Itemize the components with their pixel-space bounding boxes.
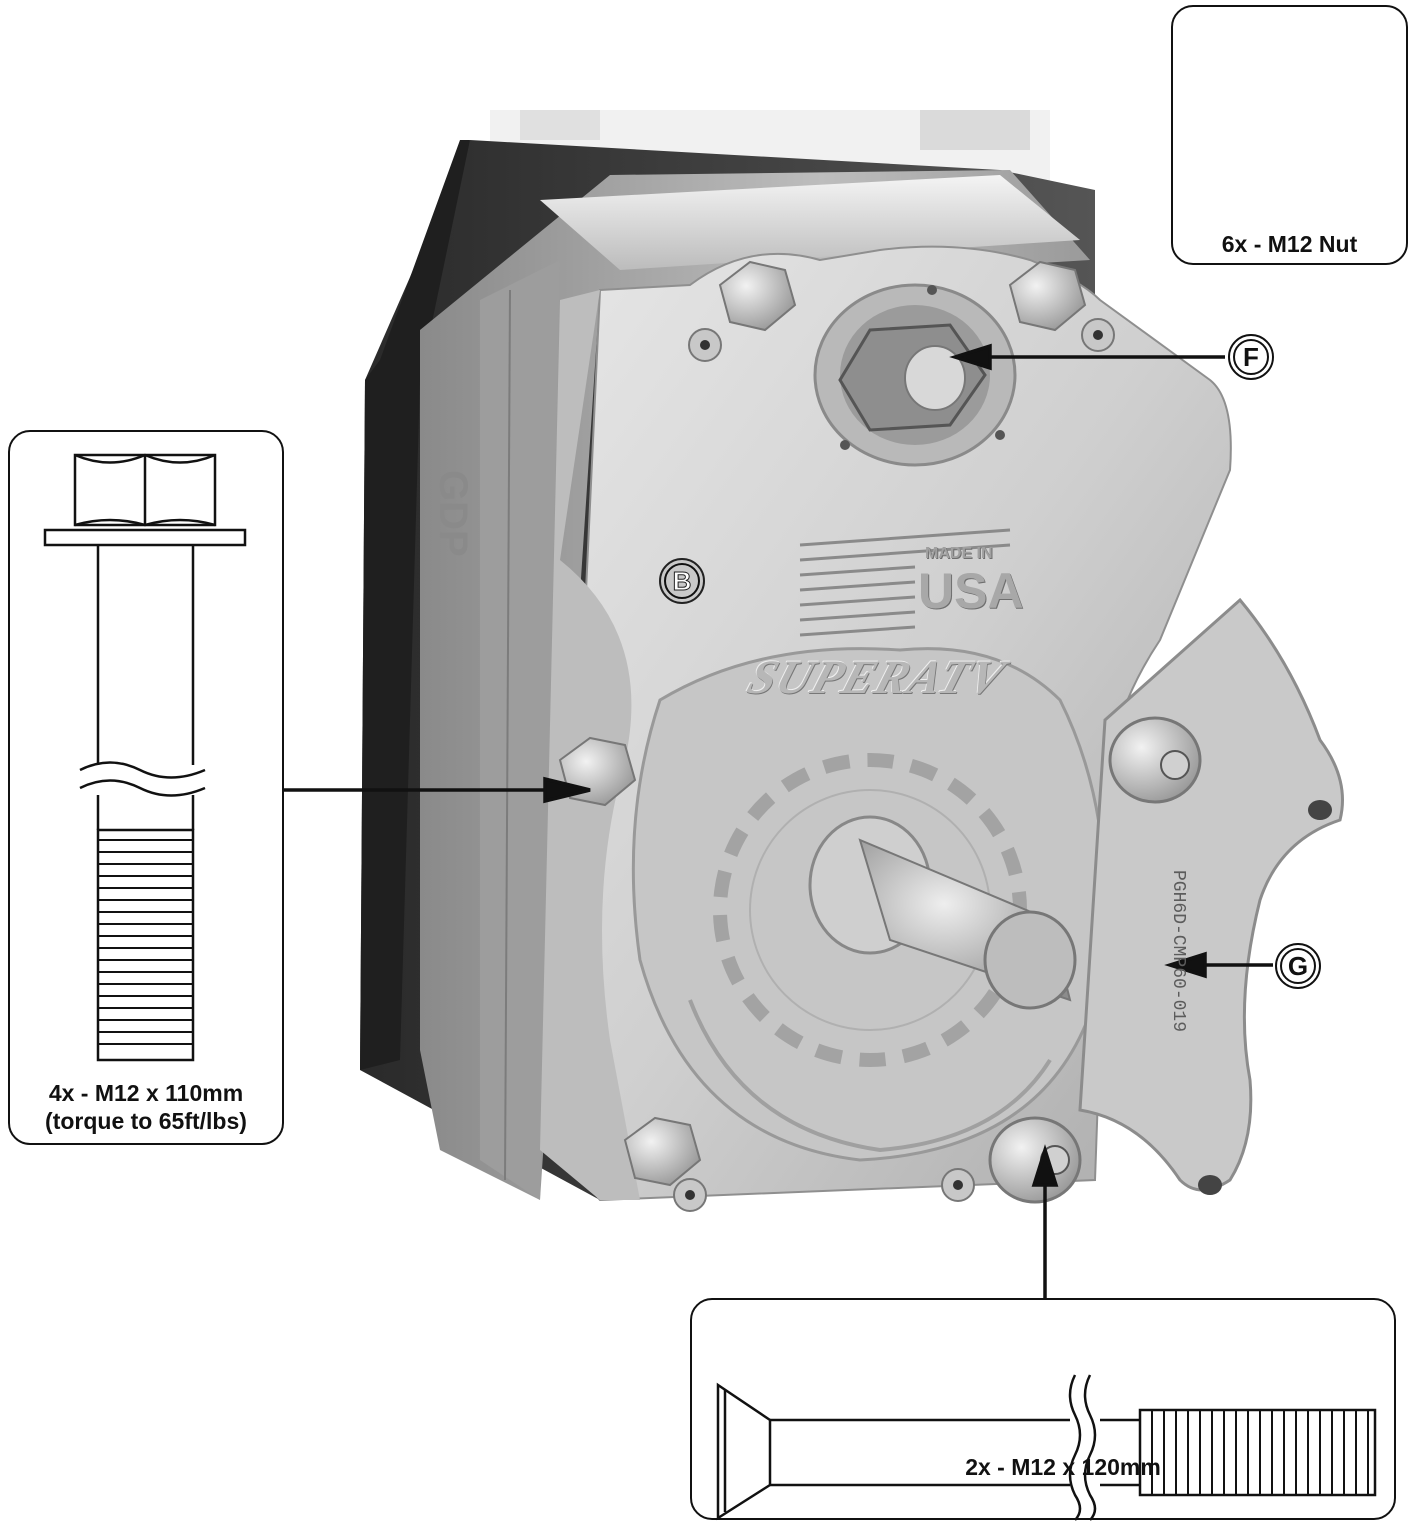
label-f: F xyxy=(1228,334,1274,380)
arrow-bolt-120-head xyxy=(1031,1144,1059,1187)
countersunk-bolt-icon xyxy=(716,1374,1377,1521)
flange-bolt-icon xyxy=(43,453,247,1062)
bolt-110-callout: 4x - M12 x 110mm (torque to 65ft/lbs) xyxy=(8,430,284,1145)
bolt-120-callout-label: 2x - M12 x 120mm xyxy=(965,1454,1161,1480)
bolt-bottom-left xyxy=(623,1116,975,1212)
leader-lines xyxy=(283,343,1273,1300)
label-b-letter: B xyxy=(672,565,692,596)
bolt-top-right xyxy=(1008,260,1115,352)
bolt-120-callout: 2x - M12 x 120mm xyxy=(690,1298,1396,1520)
bolt-110-callout-label-2: (torque to 65ft/lbs) xyxy=(45,1108,247,1134)
made-in-text: MADE IN xyxy=(925,545,993,562)
output-shaft xyxy=(808,815,1077,1010)
top-shaft-nut xyxy=(813,283,1017,467)
label-g: G xyxy=(1275,943,1321,989)
arrow-f-head xyxy=(949,343,992,371)
bracket-bolt-top xyxy=(1108,716,1202,804)
usa-text: USA xyxy=(918,563,1024,619)
plate-bolts xyxy=(558,260,1202,1212)
arrow-bolt-110-head xyxy=(543,776,591,804)
bracket-part-number: PGH6D-CMP60-019 xyxy=(1168,870,1188,1033)
label-g-letter: G xyxy=(1287,950,1309,981)
nut-callout-label: 6x - M12 Nut xyxy=(1221,231,1358,257)
label-b: B xyxy=(659,558,705,604)
arrow-g-head xyxy=(1164,951,1207,979)
bolt-top-left xyxy=(688,260,797,362)
bracket-bolt-bottom xyxy=(988,1116,1082,1204)
nut-callout: 6x - M12 Nut xyxy=(1171,5,1408,265)
superatv-brand-logo: SUPERATV xyxy=(741,651,1013,704)
side-gdp-logo: GDP xyxy=(431,470,475,557)
bolt-110-callout-label-1: 4x - M12 x 110mm xyxy=(48,1080,244,1106)
label-f-letter: F xyxy=(1243,341,1259,372)
made-in-usa-flag-emboss xyxy=(799,528,1011,637)
